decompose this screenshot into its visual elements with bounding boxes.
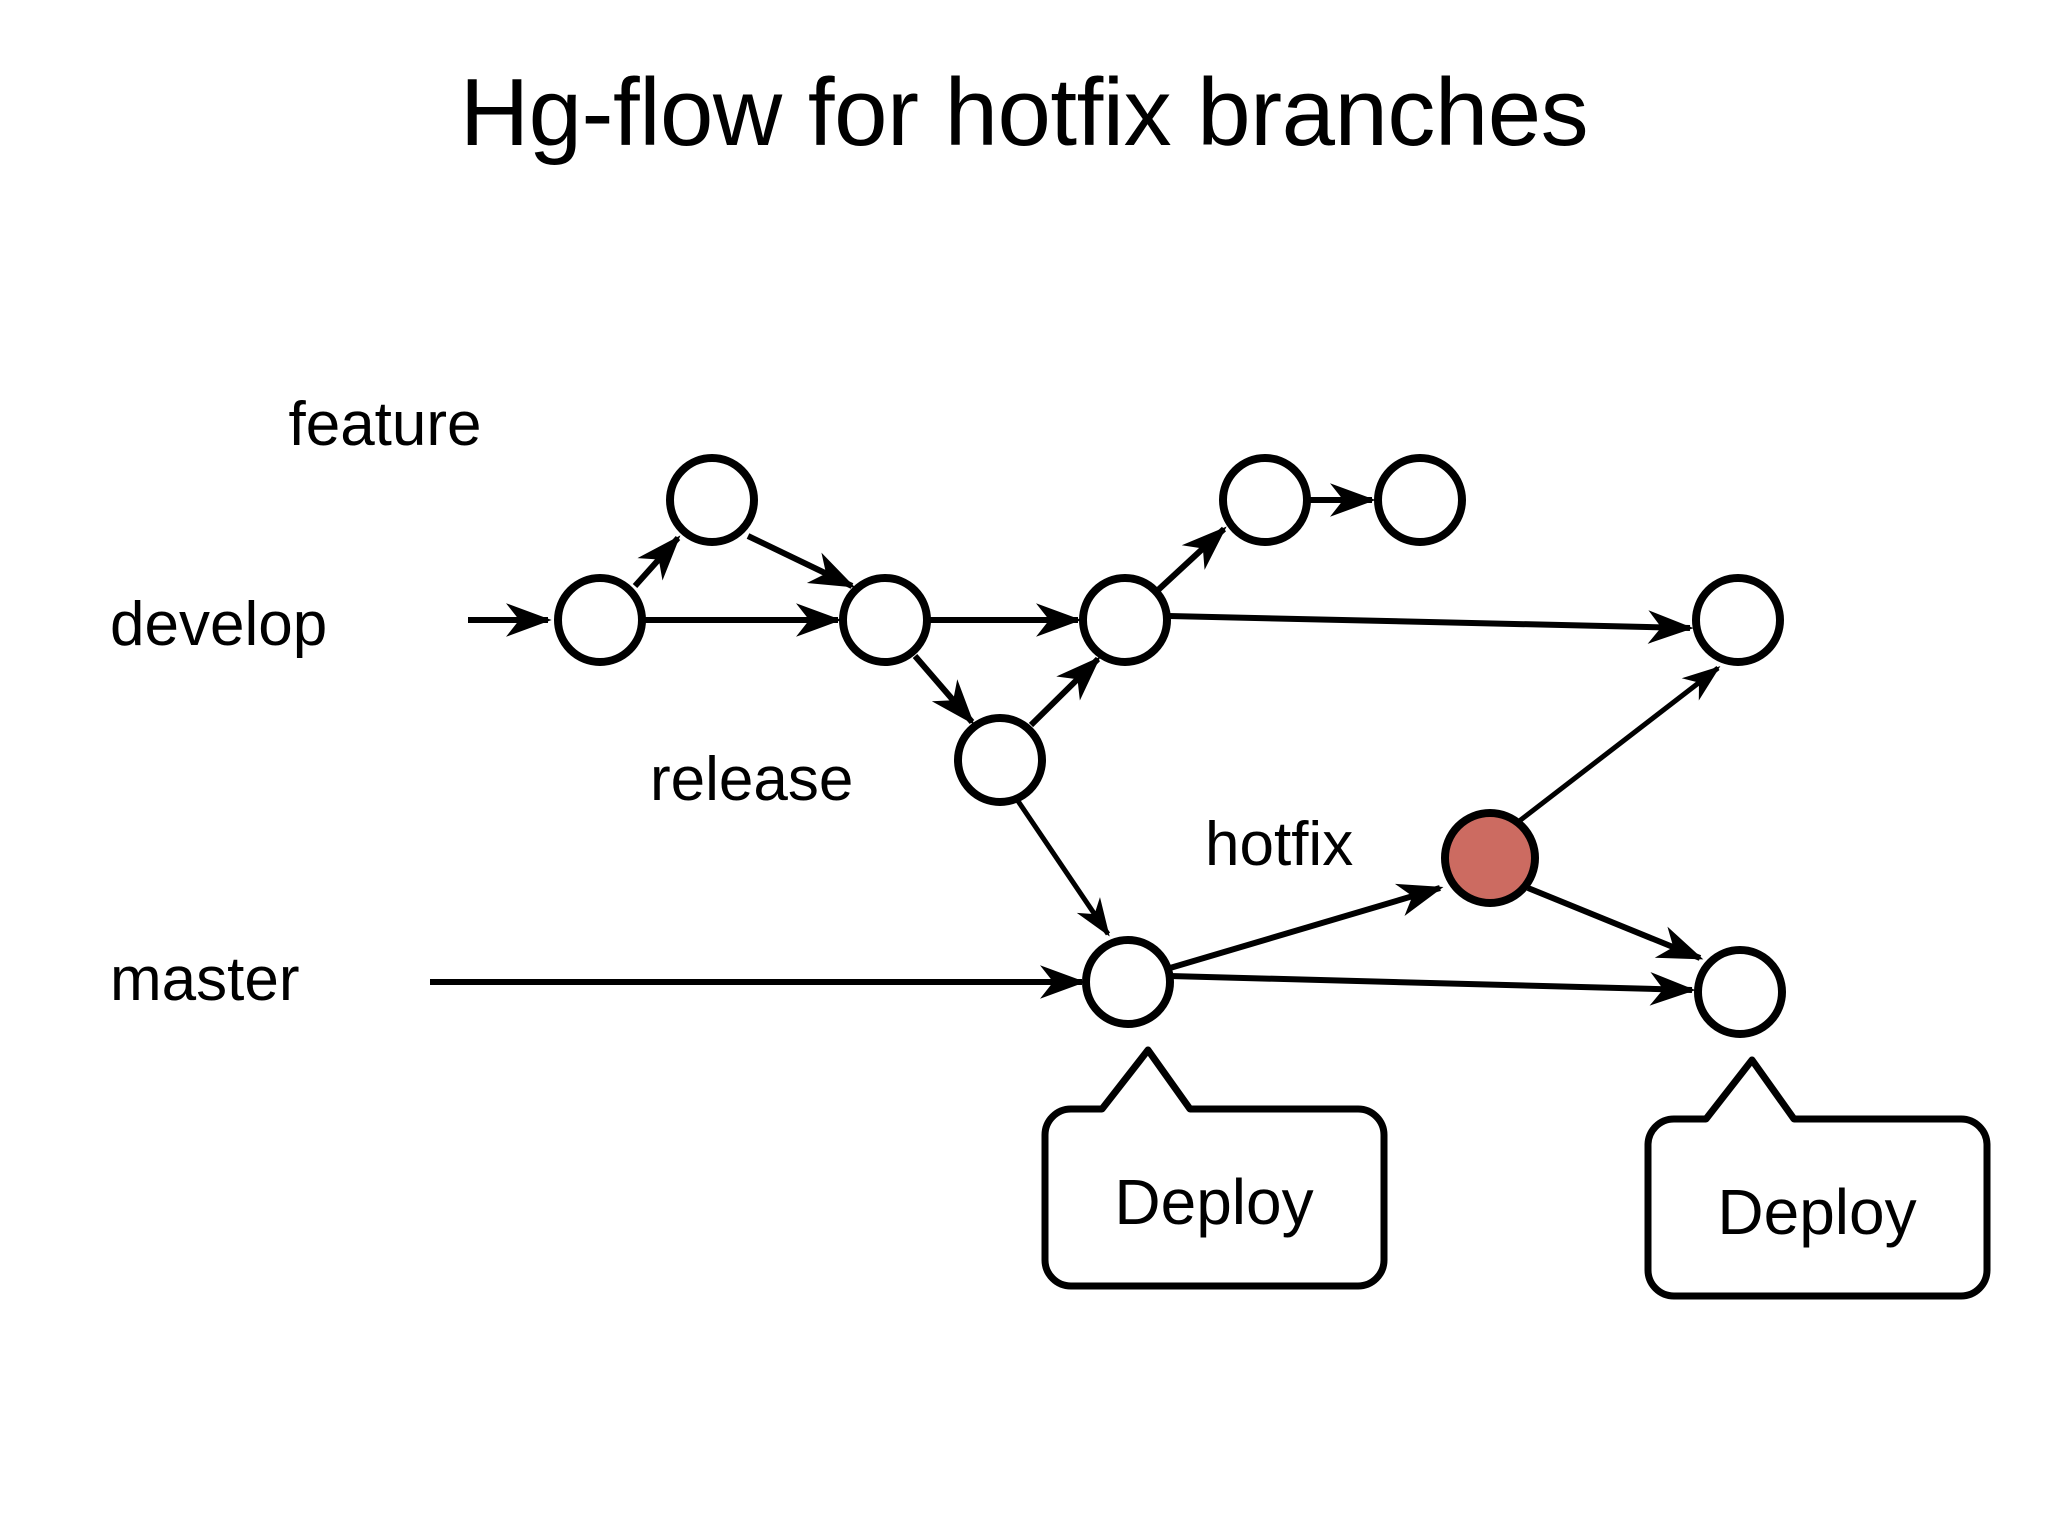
commit-node-feature-1[interactable] [666,454,758,546]
commit-node-master-1[interactable] [1082,936,1174,1028]
branch-label-develop: develop [110,590,327,659]
branch-label-master: master [110,945,299,1014]
edge-develop3-to-feature2 [1154,526,1227,594]
deploy-callout-2-label: Deploy [1717,1176,1916,1248]
edge-develop2-to-release1 [912,654,975,725]
edge-release1-to-develop3 [1028,656,1101,728]
edge-master1-to-master2 [1169,972,1696,1006]
deploy-callout-1-shape [1041,1046,1388,1290]
commit-node-develop-4[interactable] [1692,574,1784,666]
commit-node-master-2[interactable] [1694,946,1786,1038]
branch-label-release: release [650,745,853,814]
edge-hotfix1-to-develop4 [1516,666,1721,824]
deploy-callout-2-shape [1644,1056,1991,1300]
page-title: Hg-flow for hotfix branches [459,59,1589,166]
deploy-callout-2[interactable]: Deploy [1644,1056,1991,1300]
commit-node-feature-3[interactable] [1374,454,1466,546]
edge-develop1-to-feature1 [632,535,681,589]
deploy-callout-1[interactable]: Deploy [1041,1046,1388,1290]
edge-hotfix1-to-master2 [1526,885,1704,961]
branch-label-feature: feature [288,390,481,459]
branch-label-hotfix: hotfix [1205,810,1353,879]
commit-node-develop-1[interactable] [554,574,646,666]
commit-node-develop-3[interactable] [1079,574,1171,666]
edge-develop3-to-develop4 [1168,610,1694,644]
edge-feature1-to-develop2 [746,533,856,589]
commit-node-feature-2[interactable] [1219,454,1311,546]
commit-node-release-1[interactable] [954,714,1046,806]
edge-master1-to-hotfix1 [1169,883,1444,971]
edge-release1-to-master1 [1015,799,1111,937]
deploy-callout-1-label: Deploy [1114,1166,1313,1238]
commit-node-hotfix-1[interactable] [1441,809,1539,907]
commit-node-develop-2[interactable] [839,574,931,666]
